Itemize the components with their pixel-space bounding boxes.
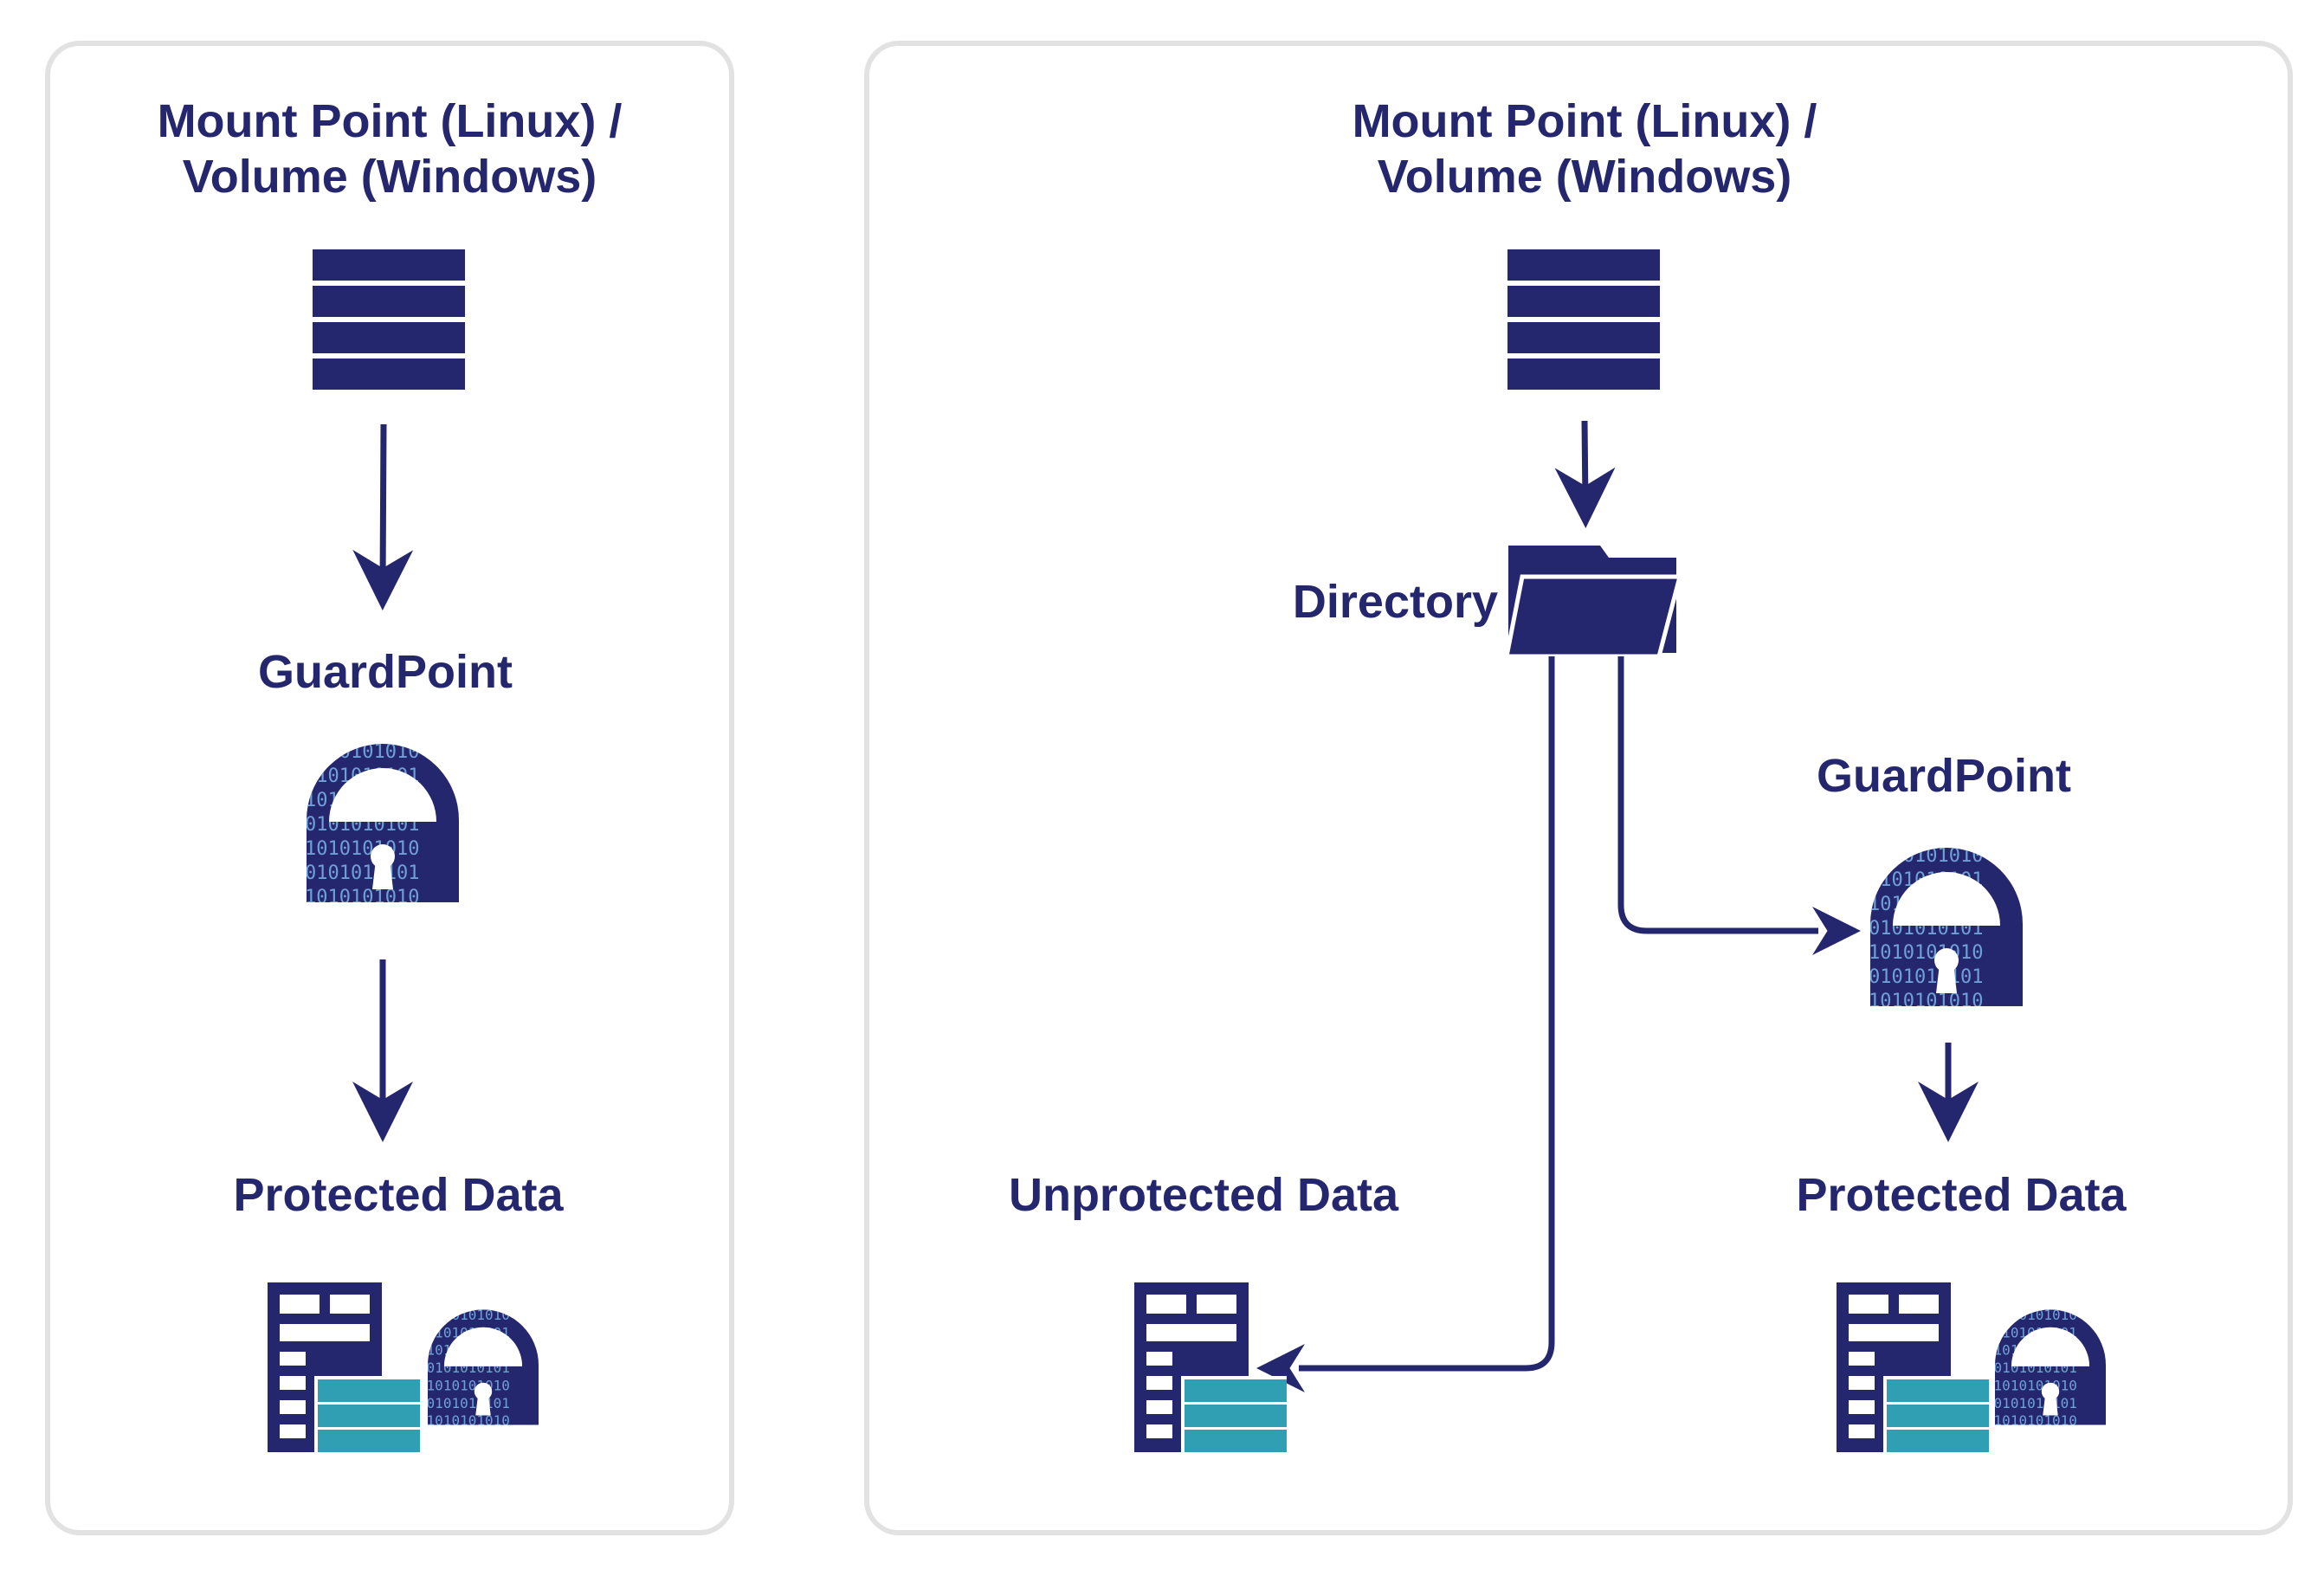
arrow-directory-to-guardpoint <box>1617 656 1861 955</box>
arrow-mount-to-guardpoint <box>352 423 414 610</box>
guardpoint-lock-icon <box>305 741 459 908</box>
mount-point-icon <box>313 249 465 390</box>
protected-data-icon <box>268 1282 420 1452</box>
mount-point-label-line1: Mount Point (Linux) / <box>1352 95 1817 147</box>
guardpoint-label: GuardPoint <box>1817 750 2071 802</box>
protected-data-icon <box>1837 1282 1989 1452</box>
guardpoint-label: GuardPoint <box>258 646 513 698</box>
mount-point-icon <box>1507 249 1660 390</box>
mount-point-label-line1: Mount Point (Linux) / <box>157 95 623 147</box>
unprotected-data-icon <box>1134 1282 1287 1452</box>
directory-label: Directory <box>1292 576 1498 628</box>
protected-data-lock-icon <box>1994 1307 2106 1429</box>
folder-icon <box>1507 546 1680 656</box>
unprotected-data-label: Unprotected Data <box>1008 1169 1399 1221</box>
mount-point-label-line2: Volume (Windows) <box>1377 151 1792 203</box>
guardpoint-lock-icon <box>1869 845 2023 1012</box>
arrow-directory-to-unprotected <box>1256 656 1555 1392</box>
protected-data-label: Protected Data <box>1796 1169 2127 1221</box>
mount-point-label-line2: Volume (Windows) <box>182 151 597 203</box>
protected-data-label: Protected Data <box>233 1169 564 1221</box>
protected-data-lock-icon <box>427 1307 539 1429</box>
